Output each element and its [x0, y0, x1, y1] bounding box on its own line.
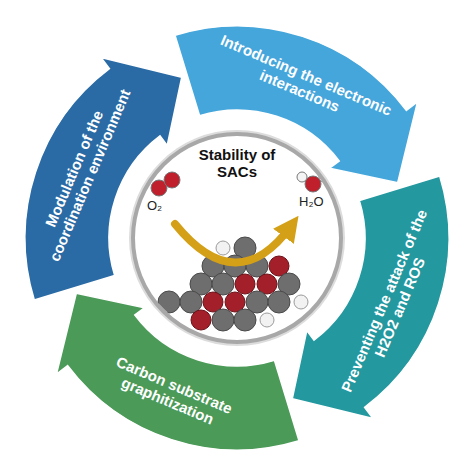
molecule-label: O₂ [147, 198, 162, 213]
atom [216, 241, 230, 255]
atom [234, 309, 256, 331]
molecule-label: H₂O [299, 194, 324, 209]
atom [268, 291, 290, 313]
atom [294, 295, 308, 309]
molecule-atom [164, 172, 180, 188]
atom [158, 291, 180, 313]
atom [260, 313, 274, 327]
atom [212, 309, 234, 331]
atom [191, 310, 211, 330]
reaction-arrow [175, 224, 291, 263]
atom [235, 274, 255, 294]
molecule-atom [305, 176, 321, 192]
molecule-atom [297, 172, 307, 182]
molecule-atom [319, 172, 329, 182]
center-title: Stability of SACs [182, 146, 292, 181]
atom [180, 291, 202, 313]
center-circle: Stability of SACsO₂ H₂O [131, 132, 343, 344]
atom [212, 273, 234, 295]
